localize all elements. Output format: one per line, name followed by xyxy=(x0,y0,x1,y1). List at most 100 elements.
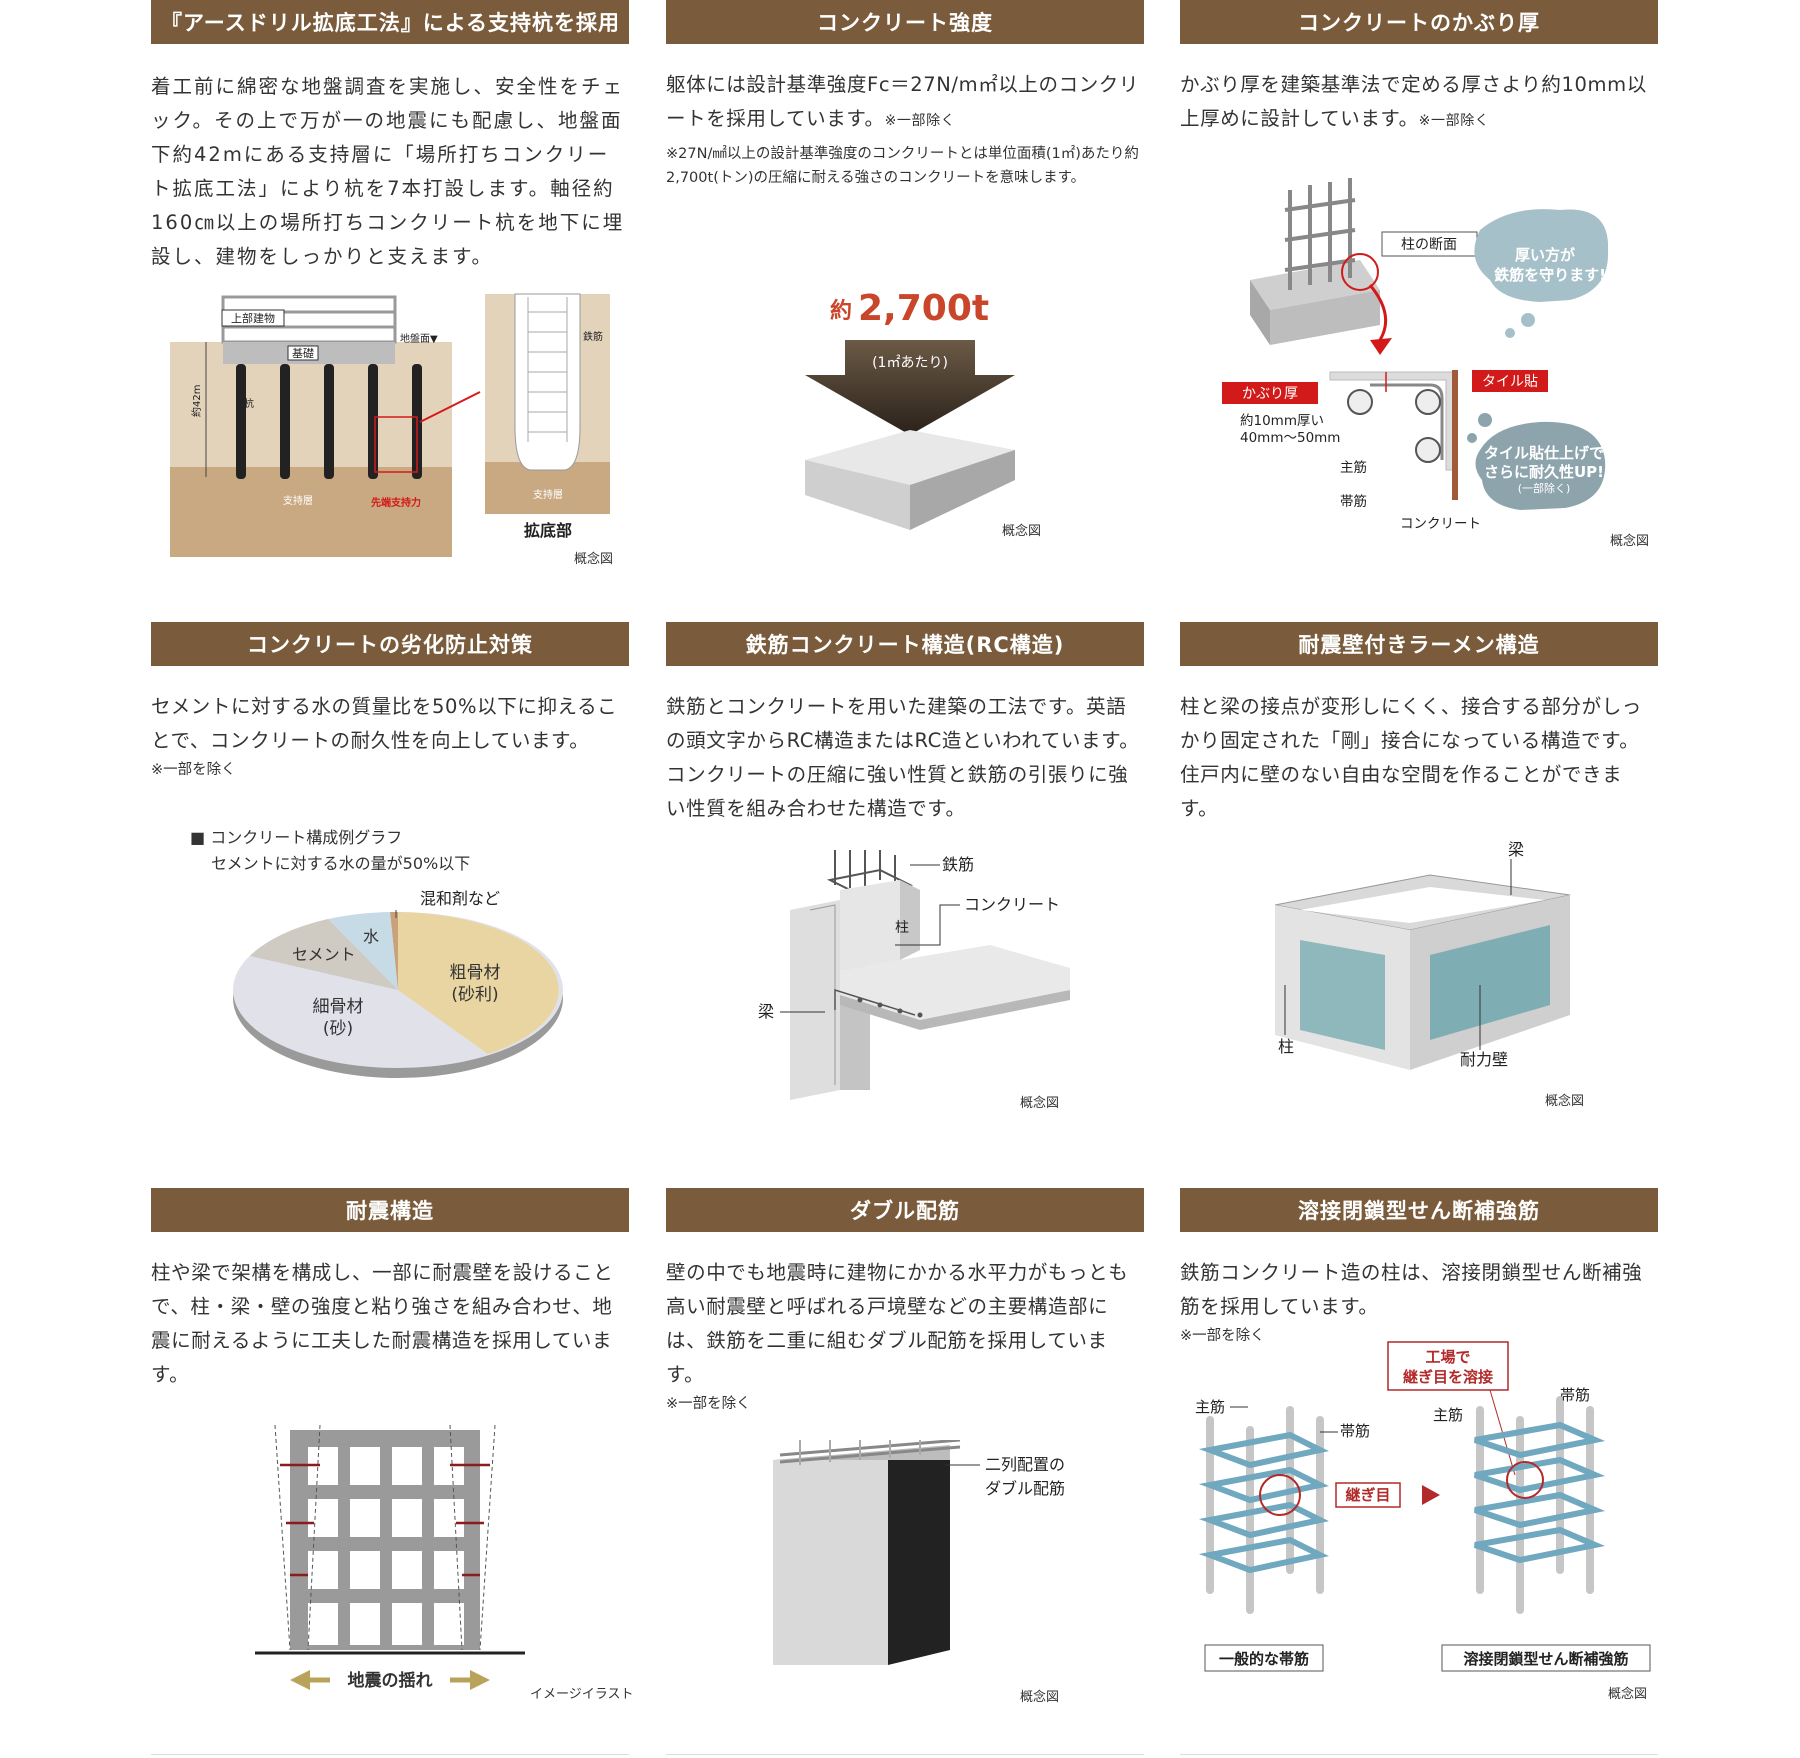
big-value: 2,700t xyxy=(858,288,989,329)
caption: 概念図 xyxy=(574,552,614,567)
label-rebar: 鉄筋 xyxy=(583,330,603,343)
label-expanded: 拡底部 xyxy=(524,521,572,540)
legend-title: ■ コンクリート構成例グラフ xyxy=(190,828,403,847)
section-deterioration: コンクリートの劣化防止対策 セメントに対する水の質量比を50%以下に抑えることで… xyxy=(151,622,629,782)
label-normal: 一般的な帯筋 xyxy=(1219,1650,1309,1668)
label-column: 柱 xyxy=(1278,1037,1294,1056)
cover-diagram: 柱の断面 厚い方が 鉄筋を守ります! かぶり厚 タイル貼 約10mm厚い 40m… xyxy=(1222,178,1609,532)
label-welded: 溶接閉鎖型せん断補強筋 xyxy=(1463,1650,1628,1668)
label-double2: ダブル配筋 xyxy=(985,1479,1065,1498)
bubble2-line1: タイル貼仕上げで xyxy=(1484,444,1604,462)
section-title: 溶接閉鎖型せん断補強筋 xyxy=(1180,1188,1658,1232)
double-rebar-diagram: 二列配置の ダブル配筋 xyxy=(773,1440,1065,1665)
section-title: 耐震構造 xyxy=(151,1188,629,1232)
label-base: 基礎 xyxy=(292,347,314,360)
section-title: コンクリートのかぶり厚 xyxy=(1180,0,1658,44)
label-upper: 上部建物 xyxy=(231,311,275,325)
label-layer1: 支持層 xyxy=(283,494,313,507)
concrete-pie-chart: 混和剤など 水 セメント 粗骨材 (砂利) 細骨材 (砂) xyxy=(233,890,563,1078)
section-text: 柱や梁で架構を構成し、一部に耐震壁を設けることで、柱・梁・壁の強度と粘り強さを組… xyxy=(151,1261,614,1386)
section-text-note: ※一部除く xyxy=(884,113,956,129)
label-ground: 地盤面▼ xyxy=(400,332,438,345)
label-column: 柱 xyxy=(895,920,909,936)
label-section: 柱の断面 xyxy=(1401,237,1457,253)
rahmen-diagram: 梁 柱 耐力壁 xyxy=(1274,840,1571,1070)
label-admix: 混和剤など xyxy=(420,890,500,908)
section-concrete-strength: コンクリート強度 躯体には設計基準強度Fc＝27N/m㎡以上のコンクリートを採用… xyxy=(666,0,1144,190)
welded-hoop-diagram: 工場で 継ぎ目を溶接 主筋 帯筋 継ぎ目 主筋 帯筋 一般的な帯筋 溶接閉鎖型せ… xyxy=(1195,1341,1651,1672)
section-note: ※27N/㎟以上の設計基準強度のコンクリートとは単位面積(1㎡)あたり約2,70… xyxy=(666,146,1139,186)
section-rahmen-structure: 耐震壁付きラーメン構造 柱と梁の接点が変形しにくく、接合する部分がしっかり固定さ… xyxy=(1180,622,1658,826)
rc-diagram: 鉄筋 コンクリート 柱 梁 xyxy=(758,850,1070,1100)
label-rebar: 鉄筋 xyxy=(942,855,974,874)
per-area: (1㎡あたり) xyxy=(872,355,948,371)
label-weld2: 継ぎ目を溶接 xyxy=(1403,1368,1493,1386)
section-title: 耐震壁付きラーメン構造 xyxy=(1180,622,1658,666)
bubble2-line2: さらに耐久性UP! xyxy=(1484,463,1604,481)
divider xyxy=(666,1754,1144,1755)
section-double-rebar: ダブル配筋 壁の中でも地震時に建物にかかる水平力がもっとも高い耐震壁と呼ばれる戸… xyxy=(666,1188,1144,1416)
section-title: ダブル配筋 xyxy=(666,1188,1144,1232)
label-double1: 二列配置の xyxy=(985,1455,1065,1474)
label-fine1: 細骨材 xyxy=(313,997,364,1017)
section-title: コンクリートの劣化防止対策 xyxy=(151,622,629,666)
label-hoop2: 帯筋 xyxy=(1560,1386,1590,1404)
bubble1-line2: 鉄筋を守ります! xyxy=(1494,266,1606,284)
section-text: 柱と梁の接点が変形しにくく、接合する部分がしっかり固定された「剛」接合になってい… xyxy=(1180,695,1642,820)
bubble1-line1: 厚い方が xyxy=(1515,246,1576,264)
bubble2-line3: (一部除く) xyxy=(1518,481,1571,495)
label-tip: 先端支持力 xyxy=(371,496,421,509)
label-coarse2: (砂利) xyxy=(451,985,498,1005)
section-title: 鉄筋コンクリート構造(RC構造) xyxy=(666,622,1144,666)
caption: 概念図 xyxy=(1545,1094,1585,1109)
caption: イメージイラスト xyxy=(530,1687,634,1702)
label-weld1: 工場で xyxy=(1425,1348,1470,1366)
divider xyxy=(1180,1754,1658,1755)
caption: 概念図 xyxy=(1020,1690,1060,1705)
label-coarse1: 粗骨材 xyxy=(450,963,501,983)
caption: 概念図 xyxy=(1002,524,1042,539)
section-text: 鉄筋とコンクリートを用いた建築の工法です。英語の頭文字からRC構造またはRC造と… xyxy=(666,695,1140,820)
section-text: 鉄筋コンクリート造の柱は、溶接閉鎖型せん断補強筋を採用しています。 xyxy=(1180,1261,1643,1318)
caption: 概念図 xyxy=(1608,1687,1648,1702)
label-concrete: コンクリート xyxy=(1400,516,1481,532)
section-text: かぶり厚を建築基準法で定める厚さより約10mm以上厚めに設計しています。 xyxy=(1180,73,1647,130)
label-tile: タイル貼 xyxy=(1482,374,1538,390)
label-water: 水 xyxy=(363,927,379,946)
section-welded-hoop: 溶接閉鎖型せん断補強筋 鉄筋コンクリート造の柱は、溶接閉鎖型せん断補強筋を採用し… xyxy=(1180,1188,1658,1348)
label-depth: 約42m xyxy=(190,385,203,417)
label-pile: 杭 xyxy=(244,397,254,410)
label-wall: 耐力壁 xyxy=(1460,1050,1508,1069)
section-text: セメントに対する水の質量比を50%以下に抑えることで、コンクリートの耐久性を向上… xyxy=(151,695,618,752)
section-text: 着工前に綿密な地盤調査を実施し、安全性をチェック。その上で万が一の地震にも配慮し… xyxy=(151,75,625,268)
section-text: 壁の中でも地震時に建物にかかる水平力がもっとも高い耐震壁と呼ばれる戸境壁などの主… xyxy=(666,1261,1129,1386)
label-hoop: 帯筋 xyxy=(1340,493,1367,510)
label-main2: 主筋 xyxy=(1433,1406,1463,1424)
label-joint: 継ぎ目 xyxy=(1345,1486,1390,1504)
label-main1: 主筋 xyxy=(1195,1398,1225,1416)
section-note: ※一部を除く xyxy=(151,762,236,778)
section-cover-thickness: コンクリートのかぶり厚 かぶり厚を建築基準法で定める厚さより約10mm以上厚めに… xyxy=(1180,0,1658,138)
label-beam: 梁 xyxy=(1508,840,1524,859)
label-thick1: 約10mm厚い xyxy=(1240,413,1324,429)
label-shake: 地震の揺れ xyxy=(348,1670,433,1691)
seismic-diagram: 地震の揺れ xyxy=(255,1425,525,1691)
label-cement: セメント xyxy=(292,945,356,964)
strength-diagram: 約 2,700t (1㎡あたり) xyxy=(805,288,1015,530)
section-title: コンクリート強度 xyxy=(666,0,1144,44)
pile-diagram: 上部建物 基礎 地盤面▼ 杭 約42m 支持層 先端支持力 鉄筋 支持層 拡底部 xyxy=(170,293,610,557)
caption: 概念図 xyxy=(1610,534,1650,549)
section-note: ※一部を除く xyxy=(666,1396,751,1412)
section-text-note: ※一部除く xyxy=(1418,113,1490,129)
section-title: 『アースドリル拡底工法』による支持杭を採用 xyxy=(151,0,629,44)
section-earth-drill: 『アースドリル拡底工法』による支持杭を採用 着工前に綿密な地盤調査を実施し、安全… xyxy=(151,0,629,274)
label-thick2: 40mm〜50mm xyxy=(1240,430,1340,446)
caption: 概念図 xyxy=(1020,1096,1060,1111)
label-hoop1: 帯筋 xyxy=(1340,1422,1370,1440)
label-cover: かぶり厚 xyxy=(1242,386,1298,402)
section-seismic-structure: 耐震構造 柱や梁で架構を構成し、一部に耐震壁を設けることで、柱・梁・壁の強度と粘… xyxy=(151,1188,629,1392)
section-note: ※一部を除く xyxy=(1180,1328,1265,1344)
label-layer2: 支持層 xyxy=(533,488,563,501)
legend-sub: セメントに対する水の量が50%以下 xyxy=(211,854,471,873)
section-text: 躯体には設計基準強度Fc＝27N/m㎡以上のコンクリートを採用しています。 xyxy=(666,73,1140,130)
